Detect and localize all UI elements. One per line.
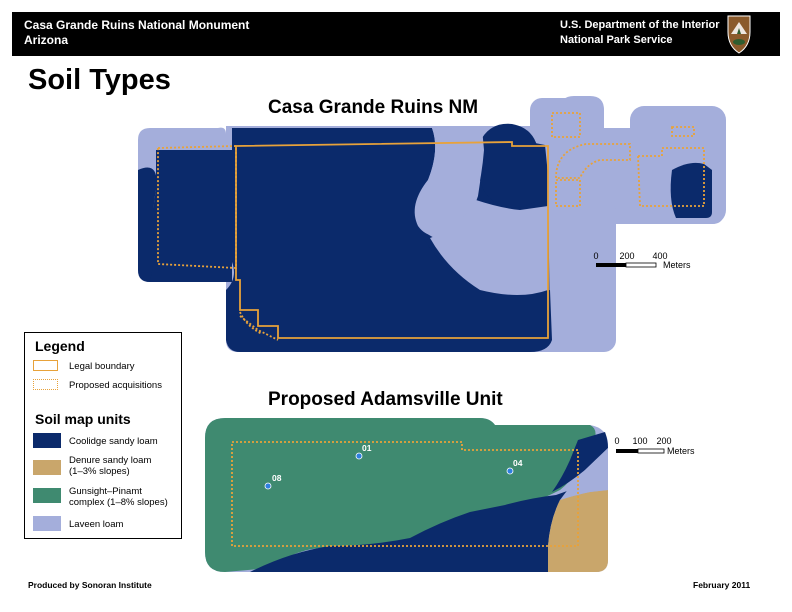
legend-denure-line1: Denure sandy loam bbox=[69, 455, 152, 466]
main-coolidge-lower-right bbox=[420, 232, 552, 352]
legend-laveen-swatch bbox=[33, 516, 61, 531]
legend-gunsight-line1: Gunsight–Pinamt bbox=[69, 486, 142, 497]
agency-service: National Park Service bbox=[560, 34, 673, 46]
header-bar: Casa Grande Ruins National Monument Ariz… bbox=[12, 12, 780, 56]
adamsville-laveen-patch bbox=[560, 448, 608, 500]
main-coolidge-far-right bbox=[670, 162, 712, 218]
footer-date: February 2011 bbox=[693, 580, 751, 590]
main-map-title: Casa Grande Ruins NM bbox=[268, 97, 479, 118]
adamsville-sample-points: 01 04 08 bbox=[264, 443, 523, 490]
main-scale-tick-0: 0 bbox=[593, 251, 598, 261]
main-map: 0 200 400 Meters bbox=[138, 96, 726, 352]
legend-proposed-label: Proposed acquisitions bbox=[69, 380, 162, 391]
legend-coolidge-line1: Coolidge sandy loam bbox=[69, 436, 158, 447]
legend-gunsight-swatch bbox=[33, 488, 61, 503]
main-proposed-acquisitions bbox=[157, 112, 705, 341]
main-scale-tick-2: 400 bbox=[652, 251, 667, 261]
footer-producer: Produced by Sonoran Institute bbox=[28, 580, 152, 590]
adamsville-map-title: Proposed Adamsville Unit bbox=[268, 389, 503, 410]
adamsville-scale-tick-0: 0 bbox=[614, 436, 619, 446]
main-laveen-tongue bbox=[414, 128, 484, 236]
legend-proposed-swatch bbox=[33, 379, 58, 390]
adamsville-map: 01 04 08 0 100 200 Meters bbox=[205, 418, 695, 572]
legend-laveen-line1: Laveen loam bbox=[69, 519, 124, 530]
map-legend: Legend Legal boundary Proposed acquisiti… bbox=[24, 332, 182, 539]
legend-soil-heading: Soil map units bbox=[35, 411, 131, 427]
main-scale-unit: Meters bbox=[663, 260, 691, 270]
adamsville-coolidge-lower bbox=[250, 490, 570, 572]
main-coolidge-bump bbox=[480, 123, 538, 208]
sample-point-01-label: 01 bbox=[362, 443, 372, 453]
legend-coolidge-swatch bbox=[33, 433, 61, 448]
main-scalebar: 0 200 400 Meters bbox=[593, 251, 691, 270]
legend-gunsight-label: Gunsight–Pinamt complex (1–8% slopes) bbox=[69, 486, 168, 508]
main-legal-boundary bbox=[235, 141, 549, 339]
sample-point-01[interactable] bbox=[355, 452, 363, 460]
page-title: Soil Types bbox=[28, 64, 171, 96]
legend-denure-label: Denure sandy loam (1–3% slopes) bbox=[69, 455, 151, 477]
adamsville-gunsight-area bbox=[205, 418, 596, 572]
legend-legal-boundary-swatch bbox=[33, 360, 58, 371]
adamsville-scale-tick-1: 100 bbox=[632, 436, 647, 446]
legend-gunsight-line2: complex (1–8% slopes) bbox=[69, 497, 168, 508]
adamsville-scale-unit: Meters bbox=[667, 446, 695, 456]
sample-point-08[interactable] bbox=[264, 482, 272, 490]
main-laveen-lower-tongue bbox=[430, 200, 548, 295]
header-agency-info: U.S. Department of the Interior National… bbox=[560, 18, 720, 48]
main-coolidge-left-fill bbox=[150, 150, 232, 282]
adamsville-denure-area bbox=[548, 490, 608, 572]
main-coolidge-left bbox=[138, 167, 170, 282]
legend-laveen-label: Laveen loam bbox=[69, 519, 123, 530]
adamsville-scale-tick-2: 200 bbox=[656, 436, 671, 446]
adamsville-coolidge-right bbox=[552, 432, 608, 492]
legend-legal-boundary-label: Legal boundary bbox=[69, 361, 135, 372]
sample-point-08-label: 08 bbox=[272, 473, 282, 483]
legend-coolidge-label: Coolidge sandy loam bbox=[69, 436, 158, 447]
legend-denure-swatch bbox=[33, 460, 61, 475]
park-state: Arizona bbox=[24, 33, 69, 47]
adamsville-proposed-acquisition bbox=[231, 441, 579, 547]
main-scale-tick-1: 200 bbox=[619, 251, 634, 261]
adamsville-scalebar: 0 100 200 Meters bbox=[614, 436, 695, 456]
park-name: Casa Grande Ruins National Monument bbox=[24, 18, 250, 32]
agency-dept: U.S. Department of the Interior bbox=[560, 19, 720, 31]
sample-point-04-label: 04 bbox=[513, 458, 523, 468]
legend-title: Legend bbox=[35, 338, 85, 354]
nps-arrowhead-logo bbox=[727, 15, 751, 54]
header-park-info: Casa Grande Ruins National Monument Ariz… bbox=[24, 18, 249, 48]
sample-point-04[interactable] bbox=[506, 467, 514, 475]
legend-denure-line2: (1–3% slopes) bbox=[69, 466, 130, 477]
